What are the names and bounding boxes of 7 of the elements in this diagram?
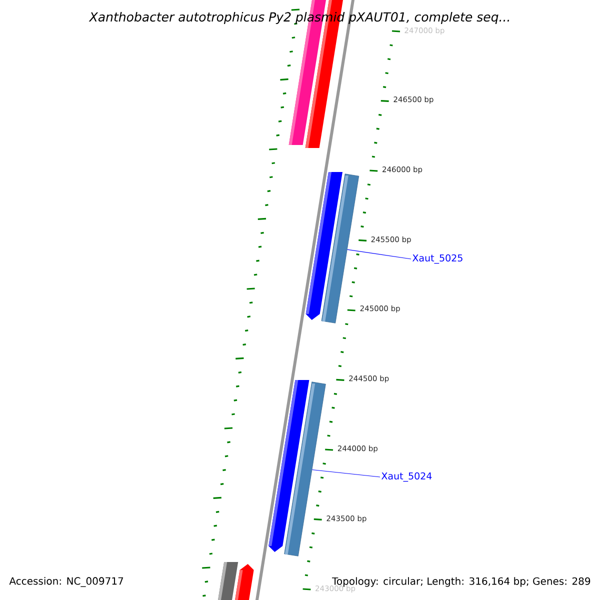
leader-line (312, 469, 380, 478)
leader-line (347, 249, 412, 260)
gene-label: Xaut_5024 (381, 472, 432, 482)
title: Xanthobacter autotrophicus Py2 plasmid pXAUT01, complete seq... (88, 12, 510, 24)
accession-text: Accession: NC_009717 (9, 577, 124, 587)
gene-label: Xaut_5025 (412, 254, 462, 264)
summary-text: Topology: circular; Length: 316,164 bp; Genes: 289 (332, 577, 590, 587)
